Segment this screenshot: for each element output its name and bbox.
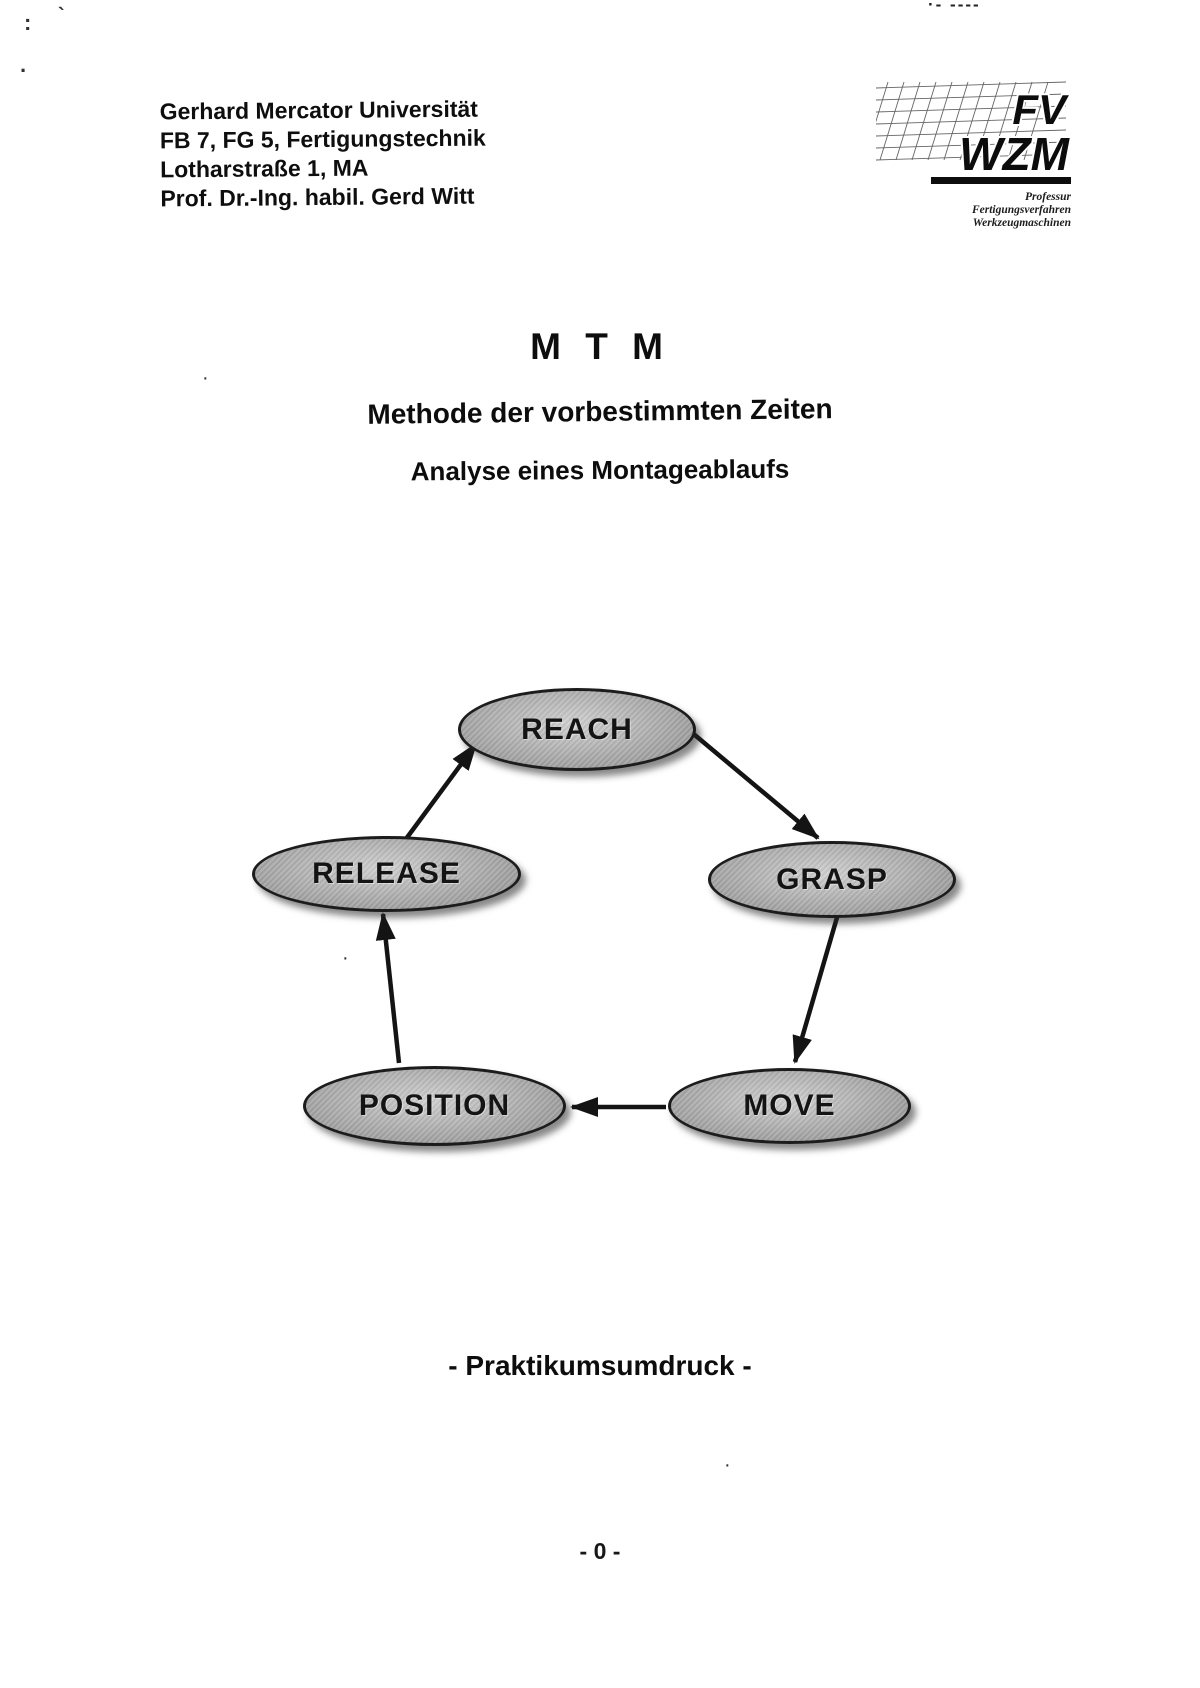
- logo-graphic: FV WZM: [876, 81, 1071, 184]
- scan-artifact: `: [58, 5, 65, 27]
- arrow-grasp-to-move: [792, 913, 841, 1064]
- logo-acronym-wzm: WZM: [959, 128, 1071, 180]
- logo-caption-fertigungsverfahren: Fertigungsverfahren: [971, 204, 1071, 216]
- header-line-professor: Prof. Dr.-Ing. habil. Gerd Witt: [160, 182, 475, 212]
- diagram-node-position: POSITION: [303, 1066, 566, 1146]
- document-type-label: - Praktikumsumdruck -: [448, 1350, 752, 1381]
- header-line-street: Lotharstraße 1, MA: [160, 154, 369, 183]
- sender-address-block: Gerhard Mercator Universität FB 7, FG 5,…: [160, 95, 487, 214]
- diagram-node-move: MOVE: [668, 1068, 911, 1144]
- arrow-release-to-reach: [401, 742, 478, 845]
- logo-bar: [931, 177, 1071, 184]
- scan-artifact: .: [20, 52, 27, 77]
- institute-logo: FV WZM Professur Fertigungsverfahren Wer…: [876, 80, 1071, 230]
- logo-caption-professur: Professur: [1024, 191, 1071, 203]
- logo-caption-werkzeugmaschinen: Werkzeugmaschinen: [972, 217, 1071, 229]
- node-label-reach: REACH: [521, 712, 633, 746]
- node-label-grasp: GRASP: [776, 862, 888, 896]
- scan-artifact: ·- ----: [928, 0, 981, 14]
- subtitle-method: Methode der vorbestimmten Zeiten: [367, 393, 833, 430]
- logo-acronym-fv: FV: [1012, 86, 1069, 133]
- diagram-node-grasp: GRASP: [708, 841, 956, 918]
- header-line-university: Gerhard Mercator Universität: [159, 95, 479, 125]
- node-label-release: RELEASE: [312, 857, 461, 890]
- node-label-move: MOVE: [743, 1089, 836, 1122]
- subtitle-analysis: Analyse eines Montageablaufs: [410, 453, 790, 487]
- diagram-node-reach: REACH: [458, 688, 696, 771]
- node-label-position: POSITION: [358, 1089, 511, 1122]
- page-title: M T M: [530, 326, 670, 367]
- scan-artifact: ·: [724, 1454, 731, 1476]
- scan-artifact: :: [24, 10, 32, 35]
- page-number: - 0 -: [579, 1538, 621, 1564]
- logo-captions: Professur Fertigungsverfahren Werkzeugma…: [876, 191, 1071, 230]
- arrow-position-to-release: [375, 912, 402, 1064]
- scan-artifact: ·: [342, 947, 349, 969]
- diagram-node-release: RELEASE: [252, 836, 521, 912]
- header-line-department: FB 7, FG 5, Fertigungstechnik: [159, 124, 486, 154]
- arrow-reach-to-grasp: [688, 729, 820, 840]
- scan-artifact: ·: [202, 367, 209, 389]
- logo-grid: [876, 81, 1067, 161]
